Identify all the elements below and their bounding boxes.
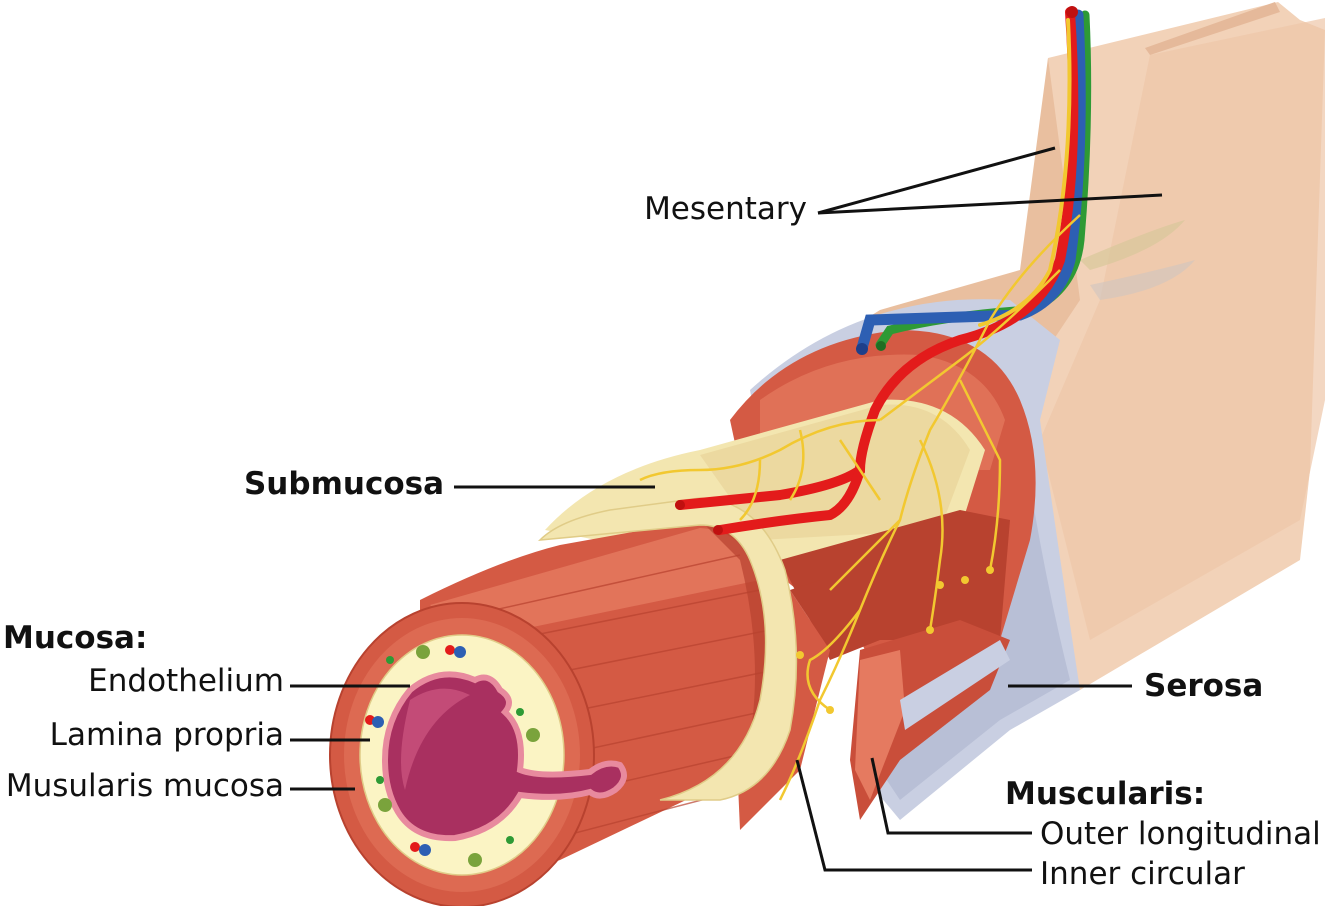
- labels: Mesentary Submucosa Mucosa: Endothelium …: [3, 191, 1321, 892]
- leader-inner-circular: [795, 759, 1032, 872]
- mucosa-cross-section: [329, 602, 627, 906]
- label-outer-longitudinal: Outer longitudinal: [1040, 816, 1321, 852]
- leader-outer-longitudinal: [870, 757, 1032, 835]
- label-muscularis-mucosa: Musularis mucosa: [6, 768, 284, 804]
- label-submucosa: Submucosa: [244, 466, 444, 502]
- leader-lines: [290, 146, 1163, 872]
- label-endothelium: Endothelium: [88, 663, 284, 699]
- label-inner-circular: Inner circular: [1040, 856, 1245, 892]
- label-muscularis-heading: Muscularis:: [1005, 776, 1205, 812]
- label-lamina-propria: Lamina propria: [50, 717, 284, 753]
- mesenteric-vessels: [675, 7, 1092, 535]
- vessel-end-caps: [675, 6, 1078, 535]
- leader-mesentary-2: [817, 193, 1163, 215]
- vessel-dots: [365, 645, 524, 856]
- label-mesentary: Mesentary: [644, 191, 807, 227]
- label-serosa: Serosa: [1144, 668, 1263, 704]
- label-mucosa-heading: Mucosa:: [3, 620, 147, 656]
- nerve-endings: [796, 566, 994, 714]
- leader-mesentary-1: [817, 146, 1056, 215]
- lymph-nodules: [378, 645, 540, 867]
- nerve-network: [639, 214, 1081, 801]
- endothelium-lumen: [381, 671, 627, 842]
